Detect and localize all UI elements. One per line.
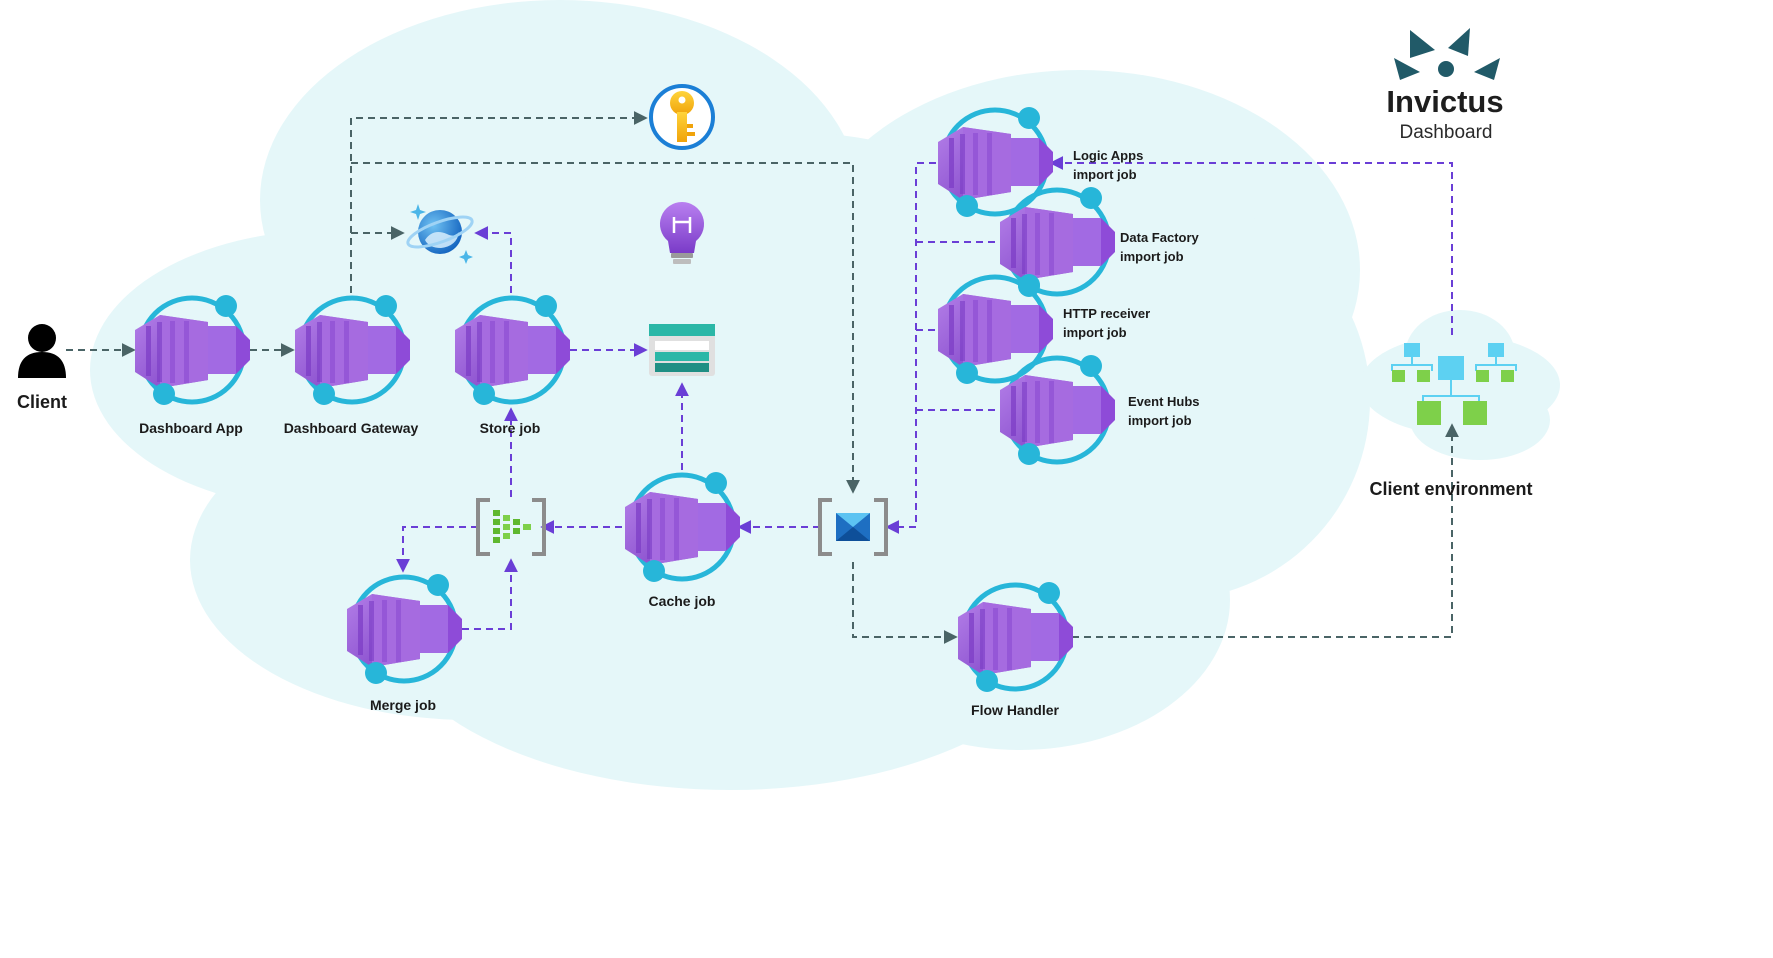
client-environment-cloud (1360, 310, 1560, 460)
cache-job-label: Cache job (649, 593, 716, 609)
hierarchy-cloud-icon (1391, 343, 1517, 425)
client-user-icon (18, 324, 66, 378)
logic-apps-label-line1: Logic Apps (1073, 148, 1143, 163)
event-hubs-label-line2: import job (1128, 413, 1192, 428)
logic-apps-label-line2: import job (1073, 167, 1137, 182)
data-factory-label-line2: import job (1120, 249, 1184, 264)
http-receiver-label-line1: HTTP receiver (1063, 306, 1150, 321)
brand-subtitle: Dashboard (1400, 122, 1493, 143)
client-label: Client (17, 392, 67, 412)
purple-connectors (396, 156, 1453, 630)
key-vault-icon (649, 84, 715, 150)
store-job-label: Store job (480, 420, 541, 436)
http-receiver-label-line2: import job (1063, 325, 1127, 340)
brand-name: Invictus (1386, 84, 1503, 119)
cosmos-db-icon (406, 204, 474, 264)
invictus-logo (1394, 28, 1500, 80)
flow-handler-label: Flow Handler (971, 702, 1059, 718)
lightbulb-icon (659, 201, 705, 264)
storage-table-icon (649, 324, 715, 376)
client-environment-label: Client environment (1369, 479, 1532, 499)
service-bus-icon (818, 498, 888, 556)
data-factory-label-line1: Data Factory (1120, 230, 1200, 245)
merge-job-label: Merge job (370, 697, 436, 713)
event-hubs-label-line1: Event Hubs (1128, 394, 1200, 409)
dashboard-gateway-label: Dashboard Gateway (284, 420, 419, 436)
gray-connectors (66, 111, 1459, 644)
event-grid-icon (476, 498, 546, 556)
dashboard-app-label: Dashboard App (139, 420, 243, 436)
